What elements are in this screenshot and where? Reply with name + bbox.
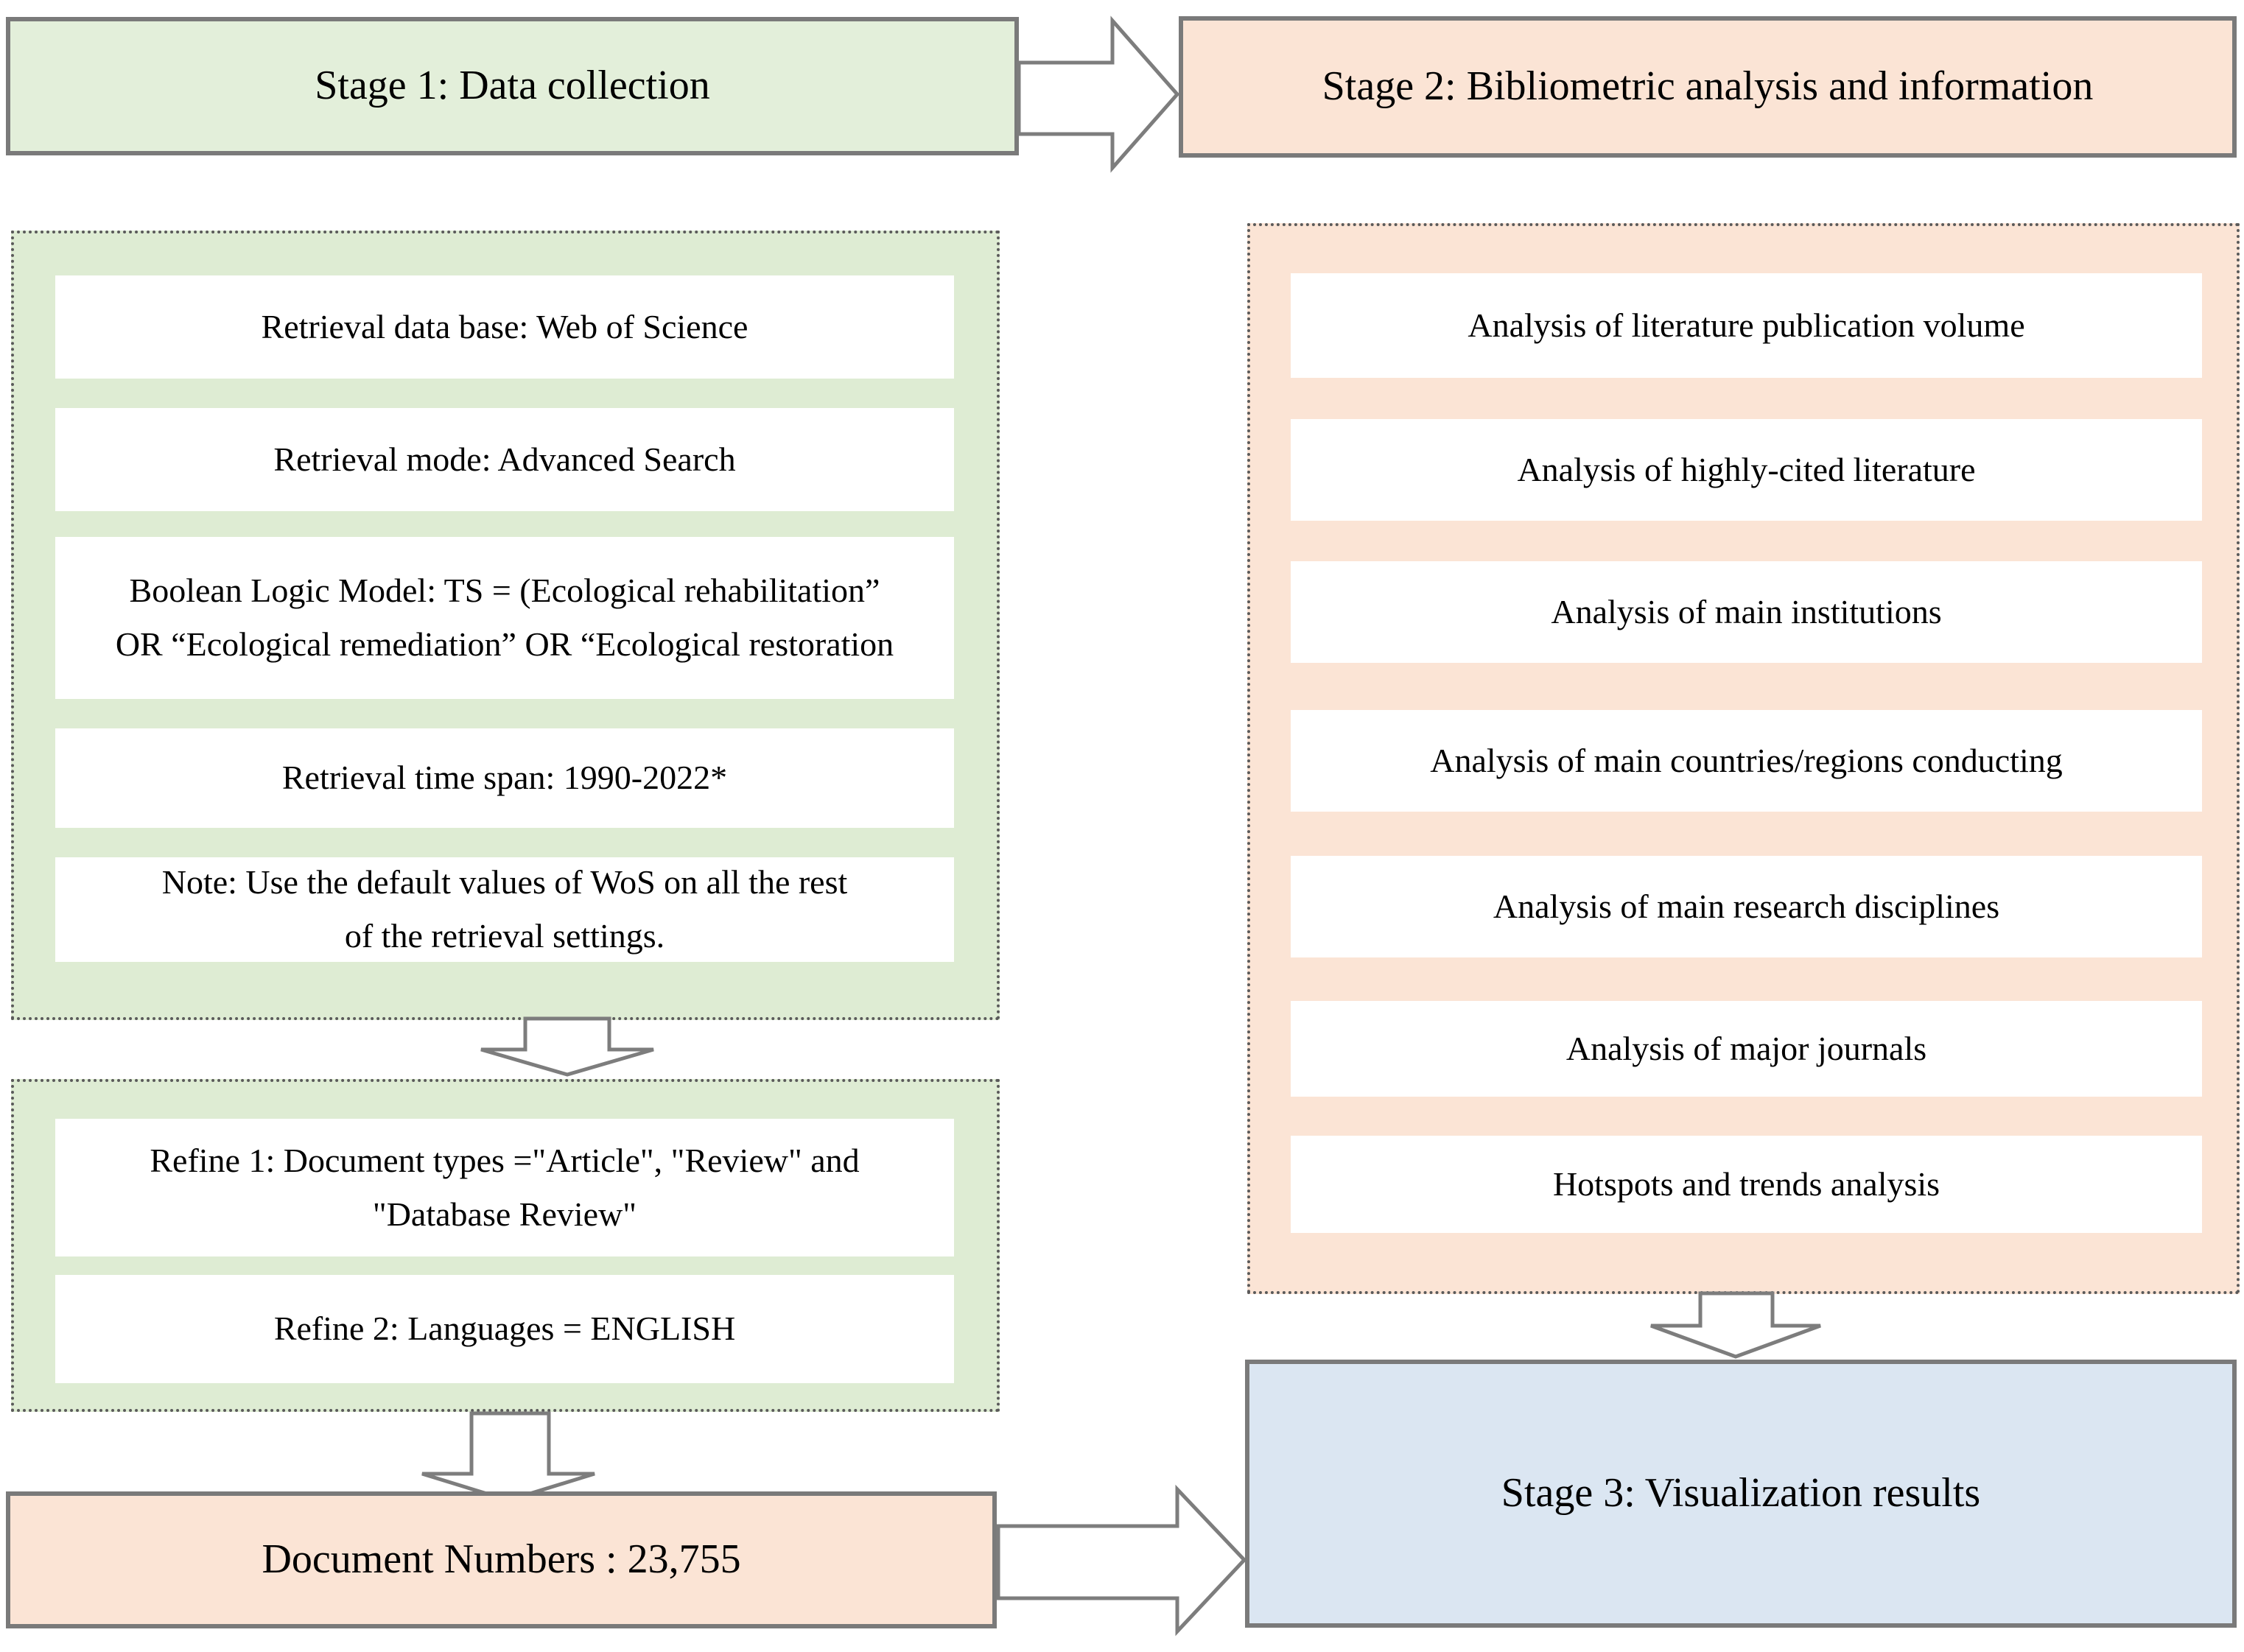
stage1-title: Stage 1: Data collection — [315, 63, 710, 109]
step-major-journals: Analysis of major journals — [1291, 1001, 2202, 1097]
arrow-down-icon — [480, 1016, 654, 1077]
stage3-title: Stage 3: Visualization results — [1501, 1470, 1981, 1516]
step-note-default-values: Note: Use the default values of WoS on a… — [55, 857, 954, 962]
step-label: Hotspots and trends analysis — [1552, 1164, 1940, 1203]
step-label: Retrieval data base: Web of Science — [261, 307, 748, 345]
step-label: Retrieval mode: Advanced Search — [273, 440, 736, 478]
step-label: Analysis of main institutions — [1551, 592, 1942, 630]
step-publication-volume: Analysis of literature publication volum… — [1291, 273, 2202, 378]
step-label: Analysis of main research disciplines — [1493, 887, 2000, 925]
stage2-box: Stage 2: Bibliometric analysis and infor… — [1179, 16, 2237, 158]
step-refine-1: Refine 1: Document types ="Article", "Re… — [55, 1119, 954, 1256]
step-label: Refine 1: Document types ="Article", "Re… — [150, 1141, 860, 1233]
arrow-right-icon — [996, 1484, 1247, 1637]
step-label: Analysis of highly-cited literature — [1517, 450, 1976, 488]
step-label: Refine 2: Languages = ENGLISH — [273, 1310, 736, 1348]
step-label: Analysis of main countries/regions condu… — [1430, 741, 2063, 779]
document-numbers-label: Document Numbers : 23,755 — [262, 1536, 741, 1583]
arrow-down-icon — [421, 1411, 595, 1502]
step-highly-cited: Analysis of highly-cited literature — [1291, 419, 2202, 521]
step-boolean-logic-model: Boolean Logic Model: TS = (Ecological re… — [55, 537, 954, 699]
document-numbers-box: Document Numbers : 23,755 — [6, 1491, 997, 1628]
step-retrieval-database: Retrieval data base: Web of Science — [55, 275, 954, 379]
step-retrieval-time-span: Retrieval time span: 1990-2022* — [55, 728, 954, 828]
step-main-institutions: Analysis of main institutions — [1291, 561, 2202, 663]
arrow-down-icon — [1650, 1291, 1821, 1359]
step-research-disciplines: Analysis of main research disciplines — [1291, 856, 2202, 957]
stage2-title: Stage 2: Bibliometric analysis and infor… — [1322, 63, 2094, 110]
step-retrieval-mode: Retrieval mode: Advanced Search — [55, 408, 954, 511]
refine-panel: Refine 1: Document types ="Article", "Re… — [11, 1079, 1000, 1412]
step-refine-2: Refine 2: Languages = ENGLISH — [55, 1275, 954, 1383]
step-label: Analysis of major journals — [1565, 1029, 1927, 1067]
step-label: Analysis of literature publication volum… — [1468, 306, 2025, 344]
step-label: Note: Use the default values of WoS on a… — [161, 863, 848, 955]
step-label: Boolean Logic Model: TS = (Ecological re… — [115, 572, 894, 663]
data-collection-panel: Retrieval data base: Web of Science Retr… — [11, 231, 1000, 1020]
step-label: Retrieval time span: 1990-2022* — [281, 759, 728, 797]
arrow-right-icon — [1017, 15, 1180, 173]
stage3-box: Stage 3: Visualization results — [1245, 1360, 2237, 1628]
bibliometric-analysis-panel: Analysis of literature publication volum… — [1247, 223, 2240, 1294]
stage1-box: Stage 1: Data collection — [6, 17, 1019, 155]
step-hotspots-trends: Hotspots and trends analysis — [1291, 1136, 2202, 1233]
step-main-countries: Analysis of main countries/regions condu… — [1291, 710, 2202, 812]
